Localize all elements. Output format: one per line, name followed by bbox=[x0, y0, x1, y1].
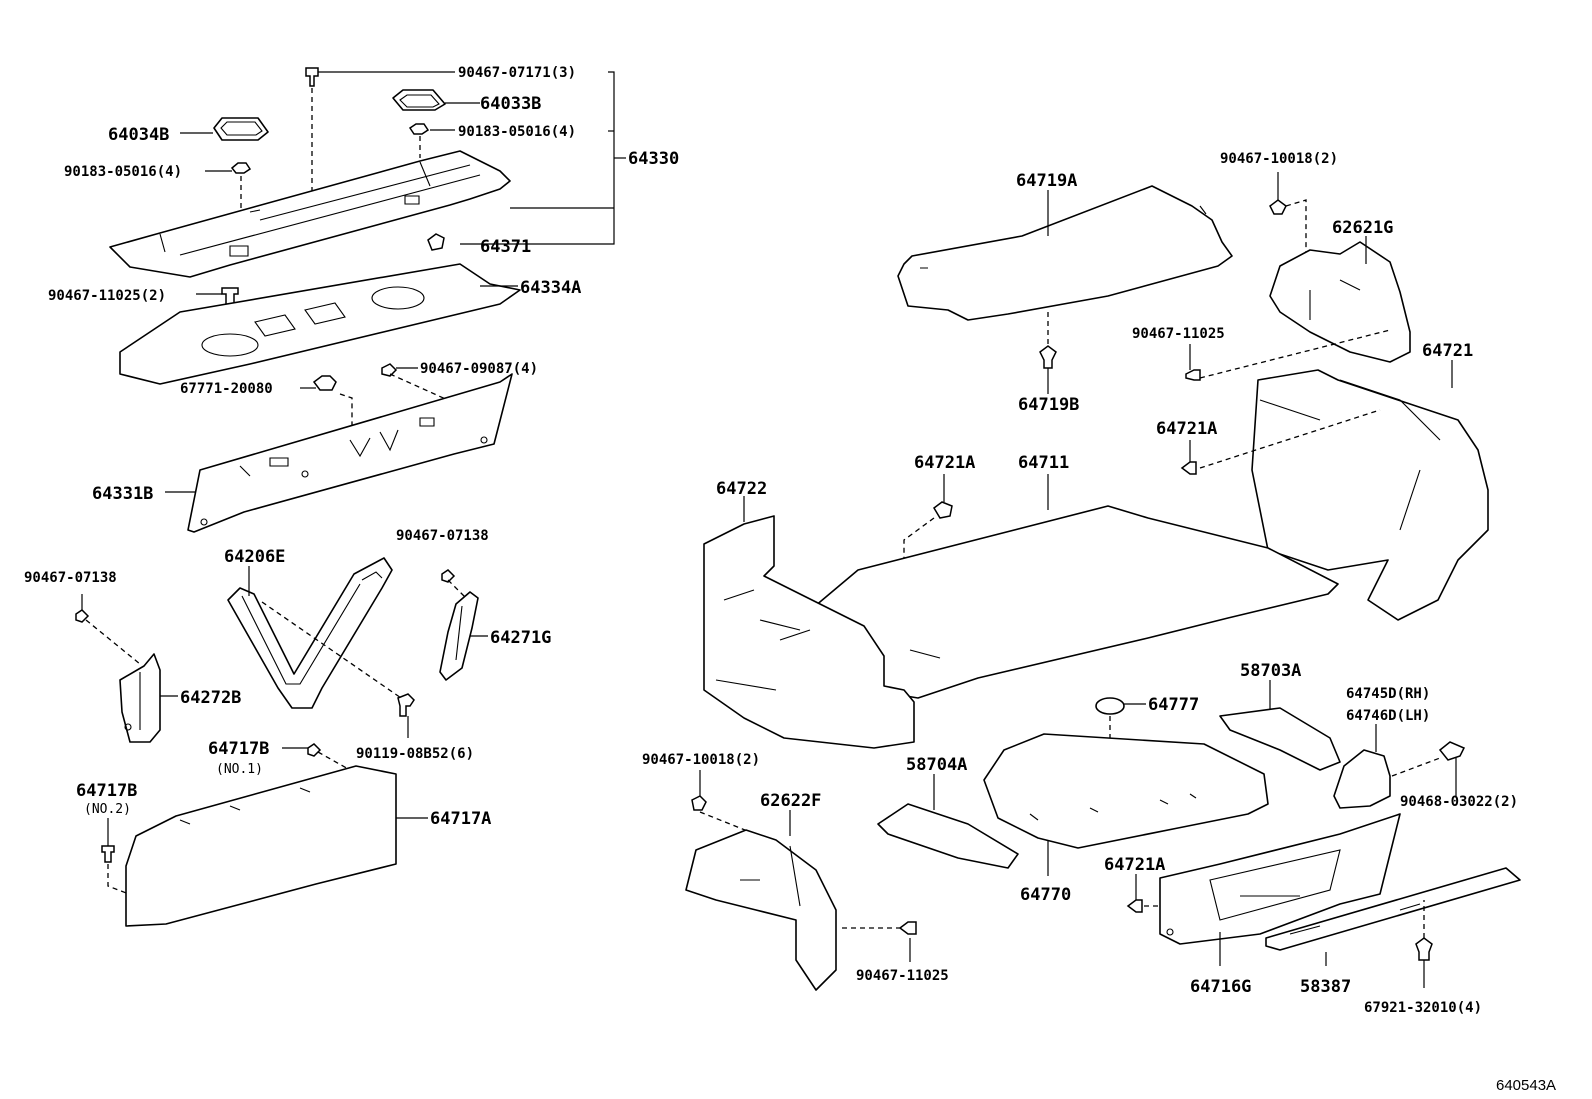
label-90467-07138-left: 90467-07138 bbox=[24, 570, 117, 586]
label-64330: 64330 bbox=[628, 149, 679, 169]
clip-64719b-icon[interactable] bbox=[1039, 345, 1057, 369]
label-58387: 58387 bbox=[1300, 977, 1351, 997]
label-90467-09087: 90467-09087(4) bbox=[420, 361, 538, 377]
label-64722: 64722 bbox=[716, 479, 767, 499]
bolt-90119-08b52-icon[interactable] bbox=[397, 693, 415, 717]
clip-90467-11025-bottom-icon[interactable] bbox=[898, 921, 917, 935]
label-64745d: 64745D(RH) bbox=[1346, 686, 1430, 702]
package-tray-64330[interactable] bbox=[109, 150, 511, 278]
clip-64717b-no1-icon[interactable] bbox=[307, 743, 322, 757]
clip-64717b-no2-icon[interactable] bbox=[101, 845, 115, 863]
side-trim-64721[interactable] bbox=[1251, 369, 1489, 621]
label-90467-11025-right: 90467-11025 bbox=[1132, 326, 1225, 342]
label-64711: 64711 bbox=[1018, 453, 1069, 473]
pad-64033b-icon[interactable] bbox=[392, 89, 446, 111]
label-58703a: 58703A bbox=[1240, 661, 1301, 681]
clip-64721a-bottom-icon[interactable] bbox=[1126, 899, 1143, 913]
label-90467-07171: 90467-07171(3) bbox=[458, 65, 576, 81]
label-64719a: 64719A bbox=[1016, 171, 1077, 191]
label-67771-20080: 67771-20080 bbox=[180, 381, 273, 397]
pillar-trim-64272b[interactable] bbox=[119, 653, 161, 743]
clip-90467-10018-bottom-icon[interactable] bbox=[691, 795, 707, 811]
label-64719b: 64719B bbox=[1018, 395, 1079, 415]
label-64371: 64371 bbox=[480, 237, 531, 257]
label-67921-32010: 67921-32010(4) bbox=[1364, 1000, 1482, 1016]
label-64716g: 64716G bbox=[1190, 977, 1251, 997]
label-62621g: 62621G bbox=[1332, 218, 1393, 238]
label-64721: 64721 bbox=[1422, 341, 1473, 361]
scuff-plate-58387[interactable] bbox=[1265, 867, 1521, 951]
label-58704a: 58704A bbox=[906, 755, 967, 775]
clip-90183-05016-right-icon[interactable] bbox=[408, 123, 430, 135]
label-62622f: 62622F bbox=[760, 791, 821, 811]
trim-board-64717a[interactable] bbox=[125, 765, 397, 927]
label-64717b-no1: 64717B bbox=[208, 739, 269, 759]
label-64777: 64777 bbox=[1148, 695, 1199, 715]
pad-64034b-icon[interactable] bbox=[213, 117, 269, 141]
label-90467-07138-right: 90467-07138 bbox=[396, 528, 489, 544]
label-64721a-right: 64721A bbox=[1156, 419, 1217, 439]
label-90468-03022: 90468-03022(2) bbox=[1400, 794, 1518, 810]
diagram-code: 640543A bbox=[1496, 1077, 1556, 1094]
center-trim-64206e[interactable] bbox=[227, 557, 393, 709]
label-90467-10018-top: 90467-10018(2) bbox=[1220, 151, 1338, 167]
clip-64721a-right-icon[interactable] bbox=[1180, 461, 1197, 475]
clip-90467-07171-icon[interactable] bbox=[305, 67, 319, 87]
clip-64721a-center-icon[interactable] bbox=[933, 501, 953, 519]
side-trim-64722[interactable] bbox=[703, 515, 915, 749]
trunk-trim-62622f[interactable] bbox=[685, 829, 837, 991]
trunk-trim-62621g[interactable] bbox=[1269, 241, 1411, 363]
label-64206e: 64206E bbox=[224, 547, 285, 567]
clip-90467-11025-right-icon[interactable] bbox=[1185, 369, 1201, 381]
clip-90467-07138-left-icon[interactable] bbox=[75, 609, 90, 623]
spare-cover-64770[interactable] bbox=[983, 733, 1269, 849]
clip-67921-32010-icon[interactable] bbox=[1415, 937, 1433, 961]
label-90183-05016-right: 90183-05016(4) bbox=[458, 124, 576, 140]
label-64770: 64770 bbox=[1020, 885, 1071, 905]
cover-64745d-64746d[interactable] bbox=[1333, 749, 1391, 809]
label-no1: (NO.1) bbox=[216, 762, 263, 777]
label-90467-11025-bottom: 90467-11025 bbox=[856, 968, 949, 984]
label-64746d: 64746D(LH) bbox=[1346, 708, 1430, 724]
label-64271g: 64271G bbox=[490, 628, 551, 648]
label-90119-08b52: 90119-08B52(6) bbox=[356, 746, 474, 762]
label-64721a-center: 64721A bbox=[914, 453, 975, 473]
trunk-lid-trim-64719a[interactable] bbox=[897, 185, 1233, 321]
clip-90467-07138-right-icon[interactable] bbox=[441, 569, 456, 583]
hold-down-64777[interactable] bbox=[1095, 697, 1125, 715]
back-panel-64331b[interactable] bbox=[187, 373, 513, 533]
clip-90468-03022-icon[interactable] bbox=[1438, 741, 1466, 761]
clip-64371-icon[interactable] bbox=[427, 233, 445, 251]
tray-58703a[interactable] bbox=[1219, 707, 1341, 771]
rear-trim-64716g[interactable] bbox=[1159, 813, 1401, 945]
label-64331b: 64331B bbox=[92, 484, 153, 504]
label-90183-05016-left: 90183-05016(4) bbox=[64, 164, 182, 180]
label-90467-11025-tray: 90467-11025(2) bbox=[48, 288, 166, 304]
label-64334a: 64334A bbox=[520, 278, 581, 298]
label-64717a: 64717A bbox=[430, 809, 491, 829]
clip-90183-05016-left-icon[interactable] bbox=[230, 162, 252, 174]
label-no2: (NO.2) bbox=[84, 802, 131, 817]
label-64717b-no2: 64717B bbox=[76, 781, 137, 801]
label-64272b: 64272B bbox=[180, 688, 241, 708]
clip-67771-20080-icon[interactable] bbox=[312, 375, 337, 391]
label-90467-10018-bottom: 90467-10018(2) bbox=[642, 752, 760, 768]
insulation-64334a[interactable] bbox=[119, 263, 521, 385]
clip-90467-10018-top-icon[interactable] bbox=[1269, 199, 1287, 215]
tray-58704a[interactable] bbox=[877, 803, 1019, 869]
pillar-trim-64271g[interactable] bbox=[439, 591, 479, 681]
label-64034b: 64034B bbox=[108, 125, 169, 145]
label-64033b: 64033B bbox=[480, 94, 541, 114]
label-64721a-bottom: 64721A bbox=[1104, 855, 1165, 875]
clip-90467-09087-icon[interactable] bbox=[381, 363, 398, 377]
